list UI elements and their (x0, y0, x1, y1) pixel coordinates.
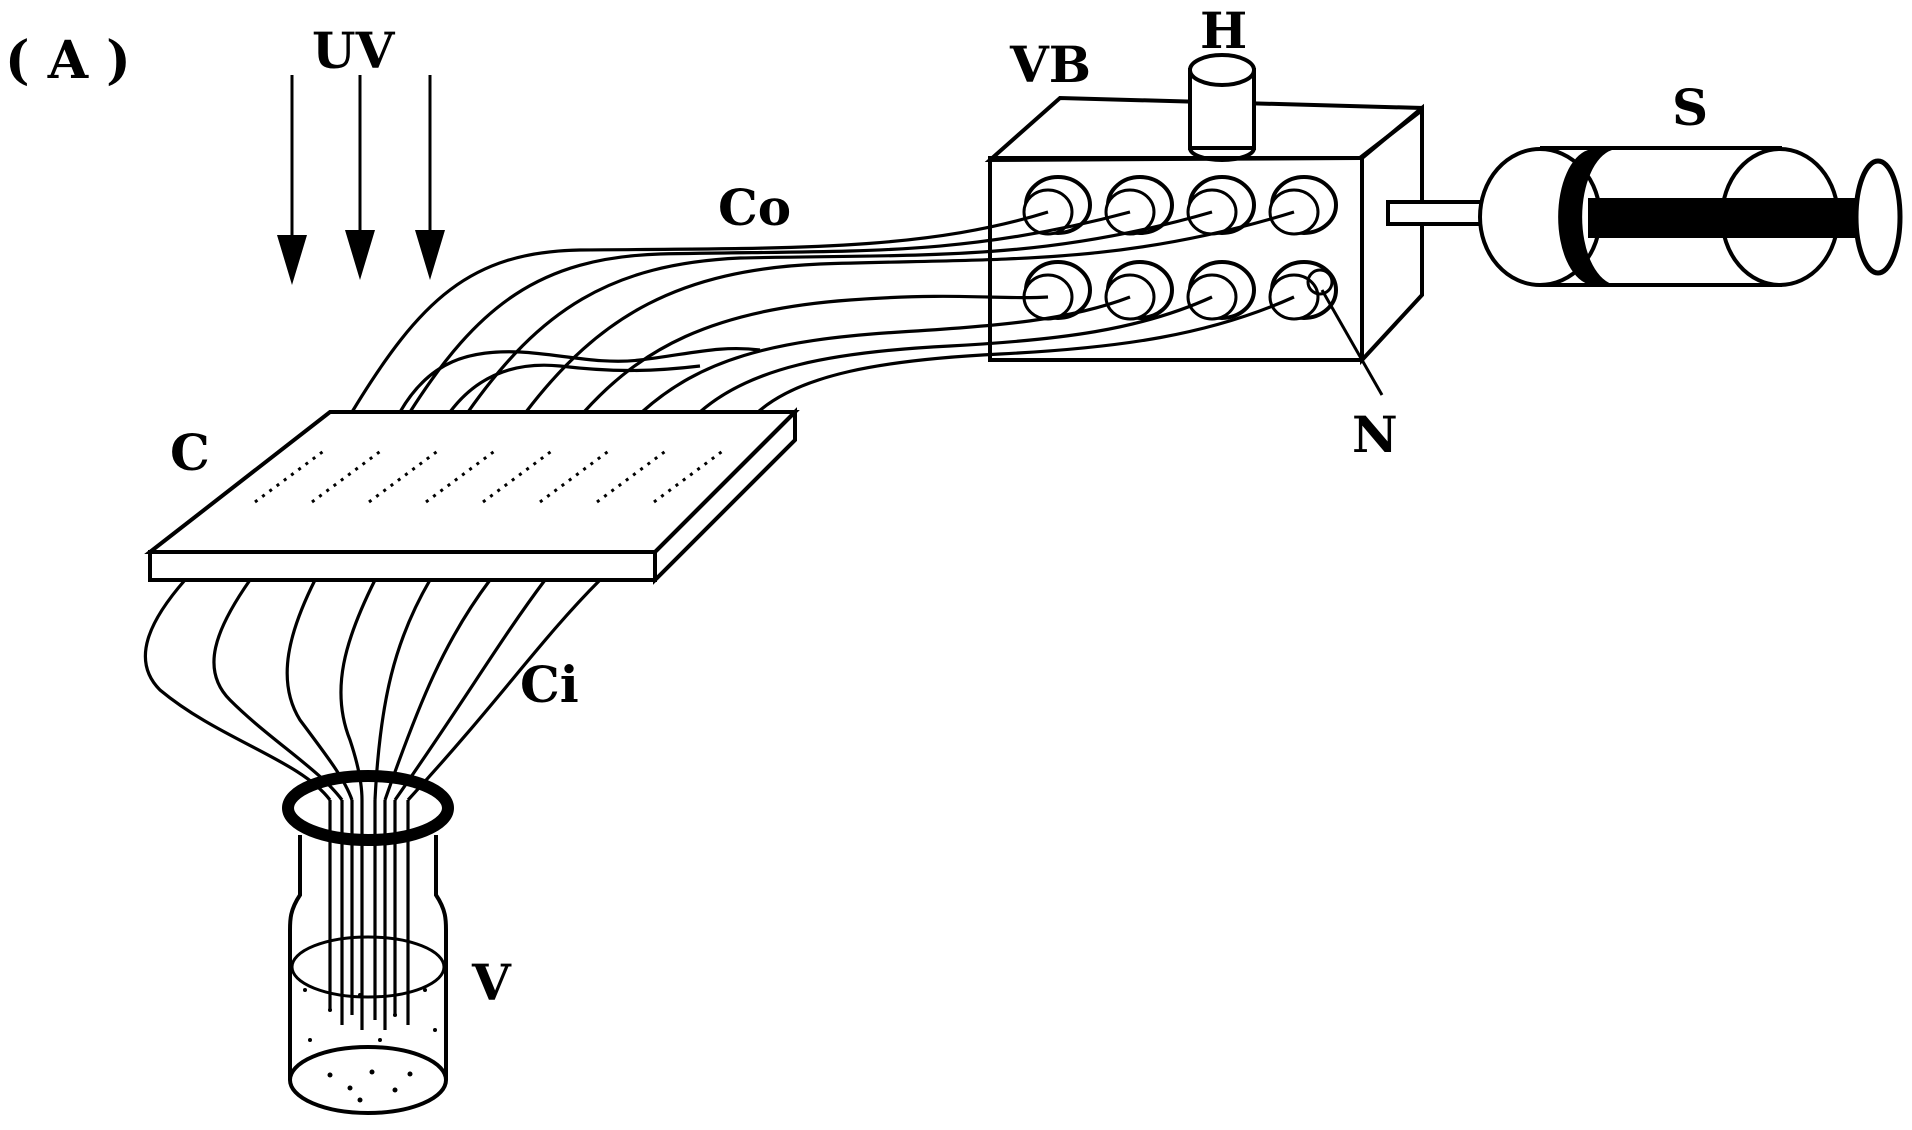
handle-top (1188, 53, 1256, 87)
valve-port (1186, 260, 1256, 321)
uv-arrows (277, 75, 445, 285)
plunger-thumb-rest (1853, 158, 1903, 276)
valve-handle (1188, 53, 1256, 162)
handle-bottom (1188, 147, 1256, 162)
uv-label: UV (312, 21, 396, 80)
chip-microchannels (254, 448, 725, 504)
valve-block-label: VB (1009, 35, 1091, 94)
vial-liquid-surface (290, 935, 446, 999)
valve-port (1268, 175, 1338, 236)
uv-arrow-head (415, 230, 445, 280)
needle-label: N (1352, 405, 1398, 464)
vial (282, 770, 454, 1115)
chip-side-face (653, 407, 797, 585)
plunger-seal (1558, 150, 1612, 284)
valve-port (1268, 260, 1338, 321)
vial-bottom (288, 1045, 448, 1115)
valve-port (1104, 260, 1174, 321)
plunger-rod (1588, 198, 1870, 238)
connector-rod (1386, 200, 1486, 226)
chip (144, 407, 800, 585)
valve-block-side-face (1360, 103, 1424, 366)
vial-bottom-dots (327, 1069, 413, 1103)
valve-port (1186, 175, 1256, 236)
vial-ring (282, 770, 454, 846)
uv-arrow-head (277, 235, 307, 285)
inlet-capillaries-label: Ci (520, 655, 579, 714)
vial-label: V (471, 953, 512, 1012)
panel-label: ( A ) (5, 30, 131, 91)
syringe-label: S (1672, 78, 1708, 137)
outlet-capillaries-label: Co (718, 178, 791, 237)
vial-right-wall (434, 835, 448, 1080)
outlet-capillaries (350, 210, 1295, 414)
valve-port (1104, 175, 1174, 236)
valve-block (984, 53, 1424, 396)
vial-capillary-ends (328, 800, 410, 1030)
vial-left-wall (288, 835, 302, 1080)
syringe (1386, 146, 1903, 287)
uv-arrow-head (345, 230, 375, 280)
handle-label: H (1200, 1, 1247, 60)
needle-pointer-line (1320, 289, 1384, 396)
chip-label: C (170, 423, 210, 482)
